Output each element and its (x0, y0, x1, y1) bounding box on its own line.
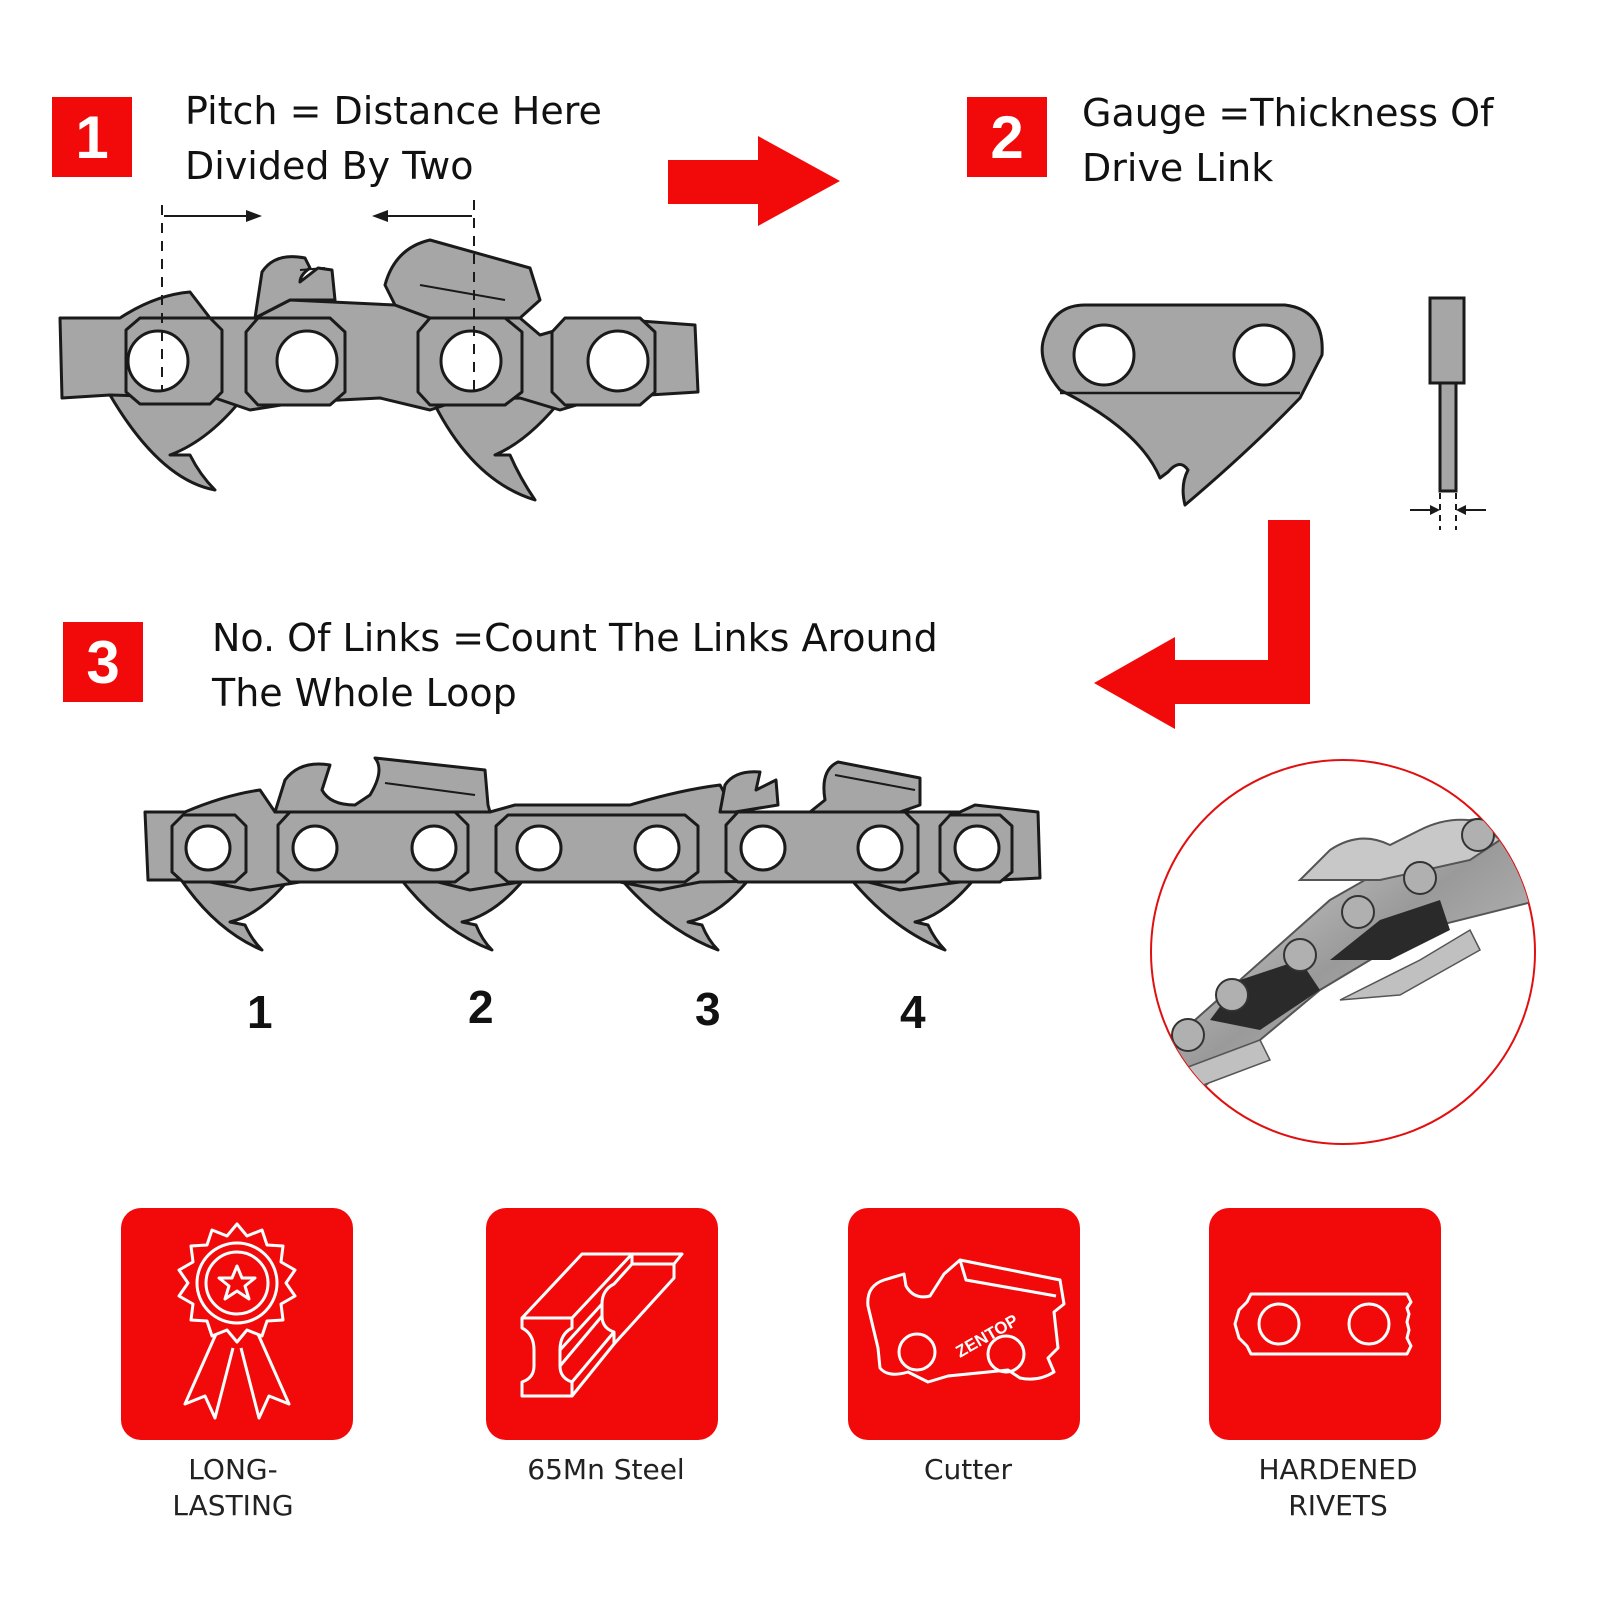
rivet-hole (184, 824, 232, 872)
drive-link-edge-head (1428, 296, 1466, 385)
step-2-title: Gauge =Thickness Of Drive Link (1082, 86, 1493, 196)
rivet-hole (410, 824, 458, 872)
feature-label-line-1: Cutter (924, 1453, 1012, 1486)
feature-tile-long-lasting (121, 1208, 353, 1440)
rivet-hole (126, 329, 190, 393)
photo-rivet (1403, 861, 1437, 895)
drive-link-tooth (428, 393, 567, 502)
step-3-title-line-1: No. Of Links =Count The Links Around (212, 616, 938, 660)
feature-label-cutter: Cutter (848, 1452, 1088, 1488)
feature-label-line-1: HARDENED (1258, 1453, 1418, 1486)
photo-rivet (1283, 938, 1317, 972)
link-count-chain-diagram (143, 756, 1042, 952)
feature-label-line-2: LASTING (172, 1489, 294, 1522)
award-ribbon-icon (177, 1222, 297, 1420)
step-3-title: No. Of Links =Count The Links Around The… (212, 611, 938, 721)
feature-tile-65mn-steel (486, 1208, 718, 1440)
feature-tile-hardened-rivets (1209, 1208, 1441, 1440)
rivet-hole (515, 824, 563, 872)
steel-beam-icon (520, 1252, 684, 1398)
rivet-hole (275, 329, 339, 393)
link-count-label-3: 3 (695, 983, 721, 1035)
rivet-hole (1232, 323, 1296, 387)
step-3-number-badge: 3 (63, 622, 143, 702)
flow-arrow-right (668, 136, 840, 226)
step-2-title-line-2: Drive Link (1082, 146, 1274, 190)
feature-label-line-1: 65Mn Steel (527, 1453, 685, 1486)
drive-link-edge-tang (1438, 381, 1458, 493)
rivet-hole (739, 824, 787, 872)
step-1-title: Pitch = Distance Here Divided By Two (185, 84, 602, 194)
rivet-hole (953, 824, 1001, 872)
rivet-link-icon (1233, 1292, 1413, 1356)
feature-label-hardened-rivets: HARDENED RIVETS (1218, 1452, 1458, 1524)
photo-rivet (1215, 978, 1249, 1012)
step-2-number-badge: 2 (967, 97, 1047, 177)
link-count-label-1: 1 (247, 986, 273, 1038)
rivet-hole (856, 824, 904, 872)
rivet-hole (586, 329, 650, 393)
link-count-label-4: 4 (900, 986, 926, 1038)
rivet-hole (291, 824, 339, 872)
pitch-chain-diagram (58, 200, 700, 502)
step-1-title-line-1: Pitch = Distance Here (185, 89, 602, 133)
photo-rivet (1341, 895, 1375, 929)
chain-photo-circle (1150, 759, 1536, 1145)
drive-link-tooth (108, 393, 247, 492)
flow-arrow-elbow (1094, 520, 1310, 729)
cutter-tooth (273, 756, 492, 814)
step-1-number-badge: 1 (52, 97, 132, 177)
drive-link-tooth (398, 876, 527, 952)
feature-label-long-lasting: LONG- LASTING (113, 1452, 353, 1524)
cutter-link-icon: ZENTOP (866, 1258, 1066, 1384)
rivet-hole (1072, 323, 1136, 387)
drive-link-tooth (618, 876, 752, 952)
feature-label-65mn-steel: 65Mn Steel (486, 1452, 726, 1488)
feature-label-line-1: LONG- (188, 1453, 278, 1486)
photo-rivet (1171, 1018, 1205, 1052)
drive-link-tooth (178, 876, 292, 952)
feature-label-line-2: RIVETS (1288, 1489, 1388, 1522)
drive-link-tooth (848, 876, 977, 952)
feature-tile-cutter: ZENTOP (848, 1208, 1080, 1440)
rivet-hole (439, 329, 503, 393)
photo-rivet (1461, 818, 1495, 852)
step-1-title-line-2: Divided By Two (185, 144, 474, 188)
link-count-label-2: 2 (468, 981, 494, 1033)
cutter-tooth (718, 770, 780, 814)
rivet-hole (633, 824, 681, 872)
step-2-title-line-1: Gauge =Thickness Of (1082, 91, 1494, 135)
step-3-title-line-2: The Whole Loop (212, 671, 517, 715)
drive-link-diagram (1040, 296, 1486, 530)
